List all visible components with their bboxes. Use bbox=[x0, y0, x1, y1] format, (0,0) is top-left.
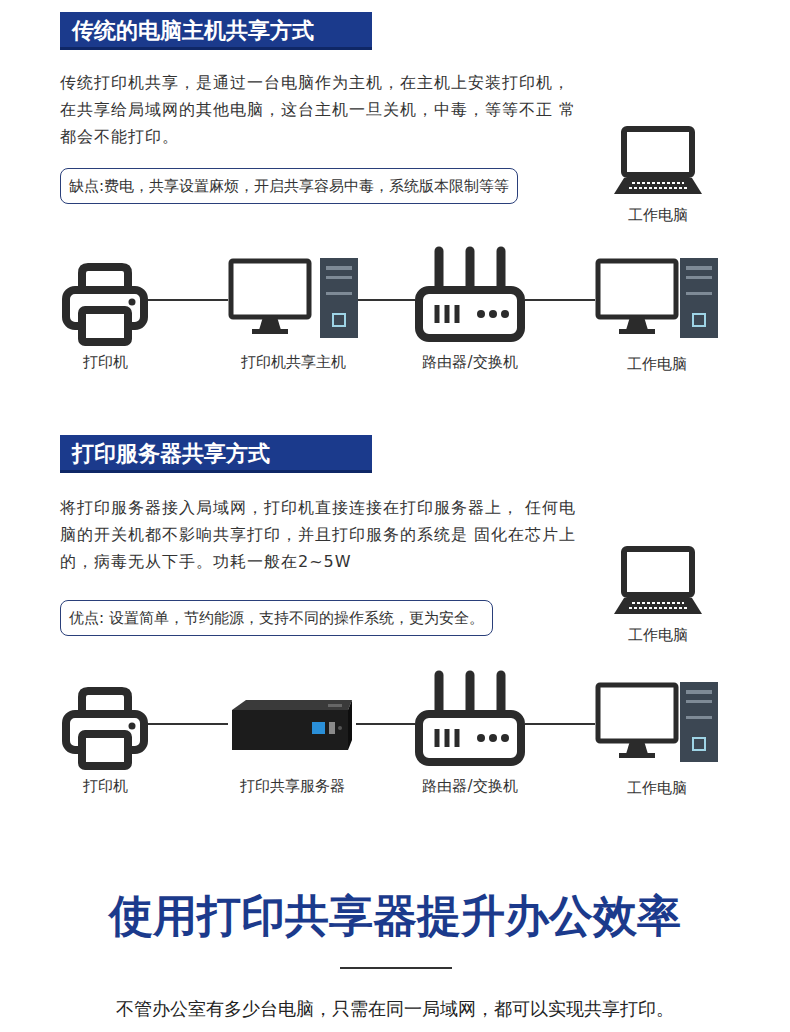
printer-icon bbox=[62, 686, 148, 770]
print-server-node: 打印共享服务器 bbox=[228, 696, 356, 754]
printer-node: 打印机 bbox=[62, 262, 148, 346]
work-computer-node: 工作电脑 bbox=[595, 258, 718, 338]
section-band: 打印服务器共享方式 bbox=[60, 435, 372, 473]
connector-line bbox=[148, 299, 228, 301]
router-node: 路由器/交换机 bbox=[415, 669, 525, 767]
device-label: 工作电脑 bbox=[627, 354, 687, 374]
printer-node: 打印机 bbox=[62, 686, 148, 770]
caption-text: 不管办公室有多少台电脑，只需在同一局域网，都可以实现共享打印。 bbox=[0, 996, 790, 1022]
laptop-node: 工作电脑 bbox=[610, 126, 706, 198]
connector-line bbox=[358, 299, 415, 301]
device-label: 打印机 bbox=[83, 776, 128, 796]
note-text: 优点: 设置简单，节约能源，支持不同的操作系统，更为安全。 bbox=[69, 609, 484, 627]
host-computer-node: 打印机共享主机 bbox=[228, 258, 358, 338]
body-paragraph: 传统打印机共享，是通过一台电脑作为主机，在主机上安装打印机， 在共享给局域网的其… bbox=[60, 69, 580, 150]
laptop-icon bbox=[610, 126, 706, 198]
connector-line bbox=[525, 723, 595, 725]
work-computer-node: 工作电脑 bbox=[595, 682, 718, 762]
note-text: 缺点:费电，共享设置麻烦，开启共享容易中毒，系统版本限制等等 bbox=[69, 177, 509, 195]
section-band: 传统的电脑主机共享方式 bbox=[60, 12, 372, 50]
divider-stroke bbox=[340, 967, 452, 969]
work-computer-icon bbox=[595, 682, 718, 762]
section-heading: 传统的电脑主机共享方式 bbox=[72, 18, 314, 43]
connector-line bbox=[356, 723, 415, 725]
device-label: 打印机 bbox=[83, 352, 128, 372]
work-computer-icon bbox=[595, 258, 718, 338]
device-label: 打印机共享主机 bbox=[241, 352, 346, 372]
laptop-icon bbox=[610, 546, 706, 618]
router-icon bbox=[415, 245, 525, 343]
main-heading: 使用打印共享器提升办公效率 bbox=[0, 888, 790, 944]
device-label: 工作电脑 bbox=[627, 778, 687, 798]
device-label: 工作电脑 bbox=[628, 205, 688, 225]
connector-line bbox=[148, 723, 228, 725]
body-paragraph: 将打印服务器接入局域网，打印机直接连接在打印服务器上， 任何电脑的开关机都不影响… bbox=[60, 494, 580, 575]
print-server-icon bbox=[228, 696, 356, 754]
device-label: 路由器/交换机 bbox=[422, 352, 517, 372]
connector-line bbox=[525, 299, 595, 301]
host-computer-icon bbox=[228, 258, 358, 338]
device-label: 工作电脑 bbox=[628, 625, 688, 645]
router-icon bbox=[415, 669, 525, 767]
section-heading: 打印服务器共享方式 bbox=[72, 441, 270, 466]
router-node: 路由器/交换机 bbox=[415, 245, 525, 343]
note-box: 缺点:费电，共享设置麻烦，开启共享容易中毒，系统版本限制等等 bbox=[60, 168, 518, 204]
laptop-node: 工作电脑 bbox=[610, 546, 706, 618]
divider-line bbox=[340, 966, 452, 970]
printer-icon bbox=[62, 262, 148, 346]
device-label: 打印共享服务器 bbox=[240, 776, 345, 796]
device-label: 路由器/交换机 bbox=[422, 776, 517, 796]
note-box: 优点: 设置简单，节约能源，支持不同的操作系统，更为安全。 bbox=[60, 600, 493, 636]
